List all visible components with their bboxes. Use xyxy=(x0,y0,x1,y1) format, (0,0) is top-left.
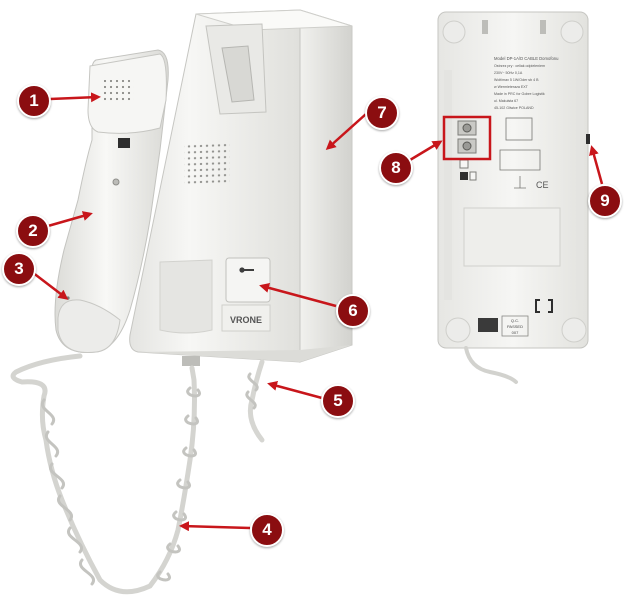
callout-1: 1 xyxy=(17,84,51,118)
brand-plate xyxy=(221,304,271,332)
handset-screw xyxy=(112,178,120,186)
mounting-bracket-mark xyxy=(535,299,553,313)
brand-logo: VRONE xyxy=(230,315,262,325)
callout-2: 2 xyxy=(16,214,50,248)
serial-plate xyxy=(478,318,498,332)
microphone-hole xyxy=(66,296,70,300)
svg-text:007: 007 xyxy=(512,330,519,335)
callout-7: 7 xyxy=(365,96,399,130)
qc-stamp: Q.C. PASSED 007 xyxy=(501,315,529,337)
intercom-back-view: Model DP-1A/D CABLE Domofonu Ostrzez pry… xyxy=(437,11,590,384)
callout-4: 4 xyxy=(250,513,284,547)
callout-arrows xyxy=(31,92,604,532)
svg-text:Ostrzez pry : celiak odpieleni: Ostrzez pry : celiak odpieleniem xyxy=(494,64,545,68)
ce-mark: CE xyxy=(536,180,549,190)
earpiece-grille xyxy=(104,80,134,102)
coiled-handset-cord xyxy=(10,353,202,595)
callout-6: 6 xyxy=(336,294,370,328)
mouthpiece xyxy=(57,299,121,354)
terminal-block xyxy=(182,356,200,366)
lower-recess xyxy=(159,259,213,334)
intercom-base-unit: VRONE xyxy=(129,9,353,366)
side-socket xyxy=(586,134,590,144)
wiring-diagram xyxy=(499,117,541,189)
mounting-hole xyxy=(445,317,471,343)
svg-text:Q.C.: Q.C. xyxy=(511,318,519,323)
svg-text:Wolt/max 5 1W/Oder sb 4 B: Wolt/max 5 1W/Oder sb 4 B xyxy=(494,78,539,82)
mounting-hole xyxy=(561,317,587,343)
mounting-hole xyxy=(442,20,466,44)
handset-clip xyxy=(118,138,130,148)
rating-label: Model DP-1A/D CABLE Domofonu Ostrzez pry… xyxy=(494,56,559,110)
door-open-button[interactable] xyxy=(225,257,271,303)
svg-text:230V~ 50Hz 0,1A: 230V~ 50Hz 0,1A xyxy=(494,71,523,75)
mounting-hole xyxy=(560,20,584,44)
svg-text:PASSED: PASSED xyxy=(507,324,523,329)
callout-5: 5 xyxy=(321,384,355,418)
base-speaker-grille xyxy=(184,141,230,186)
svg-text:Made in PRC for Gobre Logistik: Made in PRC for Gobre Logistik xyxy=(494,92,545,96)
hook-switch[interactable] xyxy=(221,45,255,103)
svg-text:w Wermieteraza EXT: w Wermieteraza EXT xyxy=(494,85,529,89)
terminal-highlight-box xyxy=(442,115,492,161)
line-cable xyxy=(245,359,265,443)
callout-8: 8 xyxy=(379,151,413,185)
callout-9: 9 xyxy=(588,184,622,218)
callout-3: 3 xyxy=(2,252,36,286)
svg-text:Model DP-1A/D CABLE Domofonu: Model DP-1A/D CABLE Domofonu xyxy=(494,56,559,61)
handset[interactable] xyxy=(54,49,169,354)
svg-text:45-102 Gliwice POLAND: 45-102 Gliwice POLAND xyxy=(494,106,534,110)
key-icon xyxy=(239,267,254,273)
svg-text:ul. Makulsta 67: ul. Makulsta 67 xyxy=(494,99,518,103)
wire-terminals xyxy=(457,120,477,181)
